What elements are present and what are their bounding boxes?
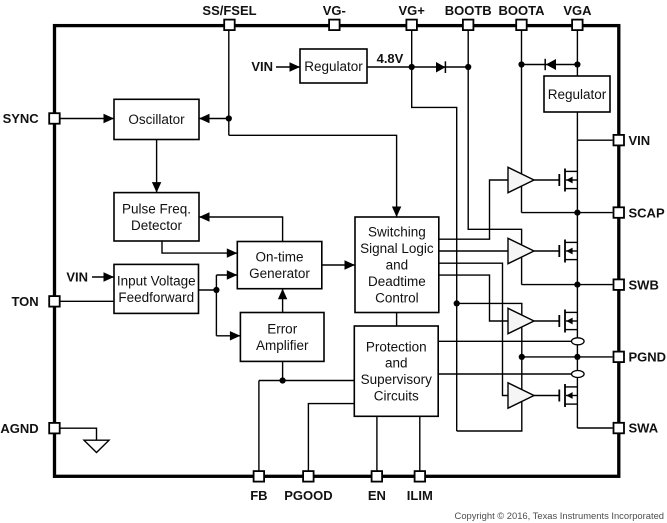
svg-text:Regulator: Regulator	[548, 87, 607, 102]
svg-text:On-time: On-time	[256, 250, 304, 265]
svg-text:Switching: Switching	[368, 225, 426, 240]
svg-text:VIN: VIN	[251, 59, 273, 74]
svg-text:VIN: VIN	[629, 133, 651, 148]
svg-text:FB: FB	[250, 488, 267, 503]
svg-text:BOOTB: BOOTB	[445, 3, 492, 18]
svg-text:SWB: SWB	[629, 277, 659, 292]
svg-text:AGND: AGND	[0, 421, 38, 436]
svg-text:and: and	[386, 258, 409, 273]
svg-text:SCAP: SCAP	[629, 205, 665, 220]
svg-text:SS/FSEL: SS/FSEL	[202, 3, 256, 18]
svg-text:ILIM: ILIM	[407, 488, 433, 503]
svg-text:and: and	[385, 356, 408, 371]
svg-text:VG-: VG-	[323, 3, 346, 18]
svg-text:Signal Logic: Signal Logic	[360, 241, 434, 256]
svg-text:Circuits: Circuits	[374, 389, 419, 404]
svg-text:Generator: Generator	[249, 266, 310, 281]
svg-text:Oscillator: Oscillator	[128, 112, 185, 127]
svg-text:Error: Error	[267, 322, 298, 337]
svg-text:4.8V: 4.8V	[377, 51, 404, 66]
svg-text:SYNC: SYNC	[3, 111, 40, 126]
svg-text:Regulator: Regulator	[304, 59, 363, 74]
svg-text:Amplifier: Amplifier	[256, 338, 309, 353]
svg-text:Deadtime: Deadtime	[368, 274, 426, 289]
svg-text:VGA: VGA	[563, 3, 592, 18]
svg-text:Supervisory: Supervisory	[361, 372, 433, 387]
svg-text:Copyright © 2016, Texas Instru: Copyright © 2016, Texas Instruments Inco…	[455, 510, 664, 521]
svg-text:Feedforward: Feedforward	[118, 290, 194, 305]
svg-text:BOOTA: BOOTA	[499, 3, 546, 18]
svg-text:PGND: PGND	[629, 350, 667, 365]
svg-text:EN: EN	[368, 488, 386, 503]
svg-text:VG+: VG+	[399, 3, 426, 18]
svg-text:Protection: Protection	[366, 339, 427, 354]
svg-text:Pulse Freq.: Pulse Freq.	[122, 201, 191, 216]
svg-text:Input Voltage: Input Voltage	[117, 274, 196, 289]
svg-text:SWA: SWA	[629, 421, 659, 436]
svg-text:TON: TON	[11, 294, 38, 309]
svg-text:Detector: Detector	[131, 218, 183, 233]
svg-text:VIN: VIN	[66, 270, 88, 285]
svg-text:PGOOD: PGOOD	[284, 488, 332, 503]
svg-text:Control: Control	[375, 290, 419, 305]
